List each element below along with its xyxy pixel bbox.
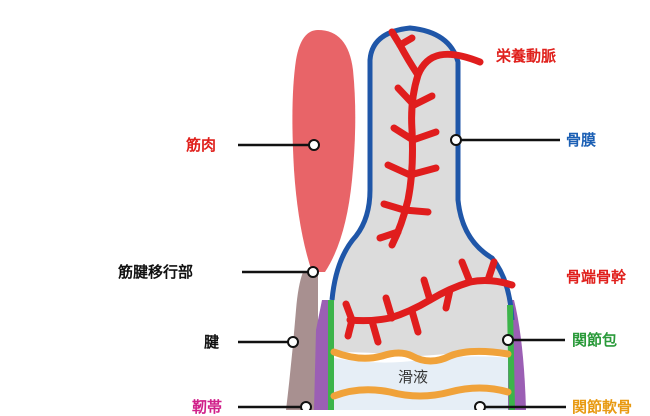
articular-cartilage-lower xyxy=(330,384,512,400)
periosteum xyxy=(329,25,515,321)
label-periosteum: 骨膜 xyxy=(566,131,597,149)
label-muscle: 筋肉 xyxy=(186,136,217,154)
joint-cavity xyxy=(334,356,508,410)
label-nutrient-artery: 栄養動脈 xyxy=(496,47,557,65)
label-tendon: 腱 xyxy=(204,333,220,351)
leader-lines xyxy=(238,138,566,409)
tendon xyxy=(286,272,318,410)
muscle xyxy=(292,30,356,272)
label-ligament: 靭帯 xyxy=(192,398,223,416)
joint-capsule xyxy=(314,300,330,410)
label-epiphysis-diaphysis: 骨端骨幹 xyxy=(566,268,627,286)
label-myotendinous-junction: 筋腱移行部 xyxy=(118,263,194,281)
artery-tree xyxy=(342,28,516,346)
leader-dots xyxy=(287,134,514,410)
label-articular-cartilage: 関節軟骨 xyxy=(572,398,633,416)
label-synovial-fluid: 滑液 xyxy=(398,368,429,386)
label-joint-capsule: 関節包 xyxy=(572,331,618,349)
articular-cartilage-upper xyxy=(330,347,512,365)
